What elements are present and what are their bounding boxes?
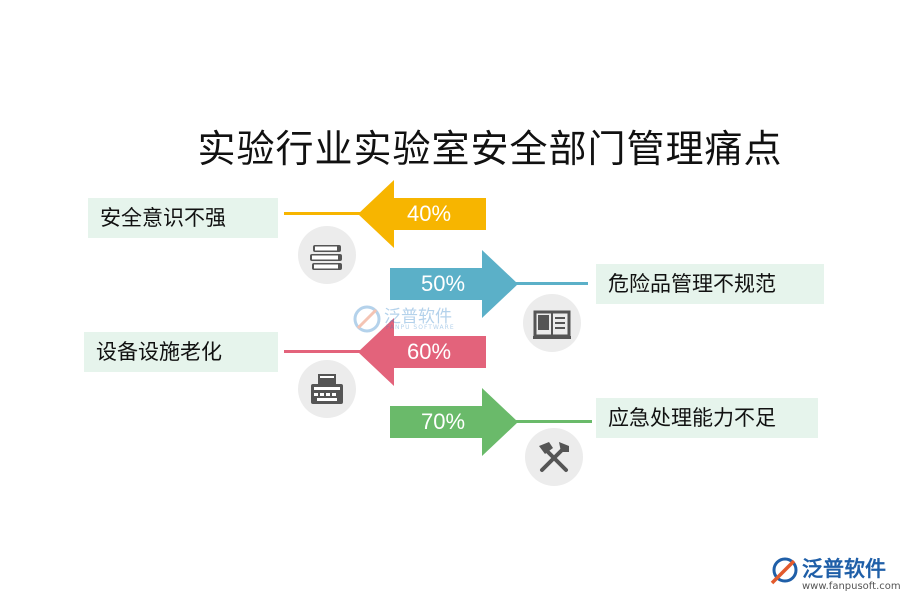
brand-url: www.fanpusoft.com	[802, 581, 900, 592]
brand-name: 泛普软件	[802, 557, 886, 581]
percent-label-3: 60%	[406, 339, 452, 364]
watermark-logo-icon	[353, 305, 381, 333]
pain-point-label-2: 危险品管理不规范	[596, 264, 824, 304]
connector-line-3	[284, 350, 364, 353]
tools-icon	[525, 428, 583, 486]
brand-logo: 泛普软件 www.fanpusoft.com	[768, 553, 900, 599]
connector-line-1	[284, 212, 364, 215]
watermark: 泛普软件 FANPU SOFTWARE	[352, 304, 454, 338]
percent-label-1: 40%	[406, 201, 452, 226]
books-icon	[298, 226, 356, 284]
pain-point-label-1: 安全意识不强	[88, 198, 278, 238]
arrow-right-2	[390, 250, 520, 318]
book-open-icon	[523, 294, 581, 352]
diagram-title: 实验行业实验室安全部门管理痛点	[197, 127, 783, 171]
arrow-left-3	[358, 318, 488, 386]
percent-label-4: 70%	[420, 409, 466, 434]
brand-logo-icon	[770, 557, 798, 585]
arrow-left-1	[358, 180, 488, 248]
arrow-right-4	[390, 388, 520, 456]
connector-line-4	[516, 420, 592, 423]
connector-line-2	[516, 282, 588, 285]
pain-point-label-4: 应急处理能力不足	[596, 398, 818, 438]
percent-label-2: 50%	[420, 271, 466, 296]
pain-point-label-3: 设备设施老化	[84, 332, 278, 372]
watermark-text: 泛普软件	[384, 307, 452, 327]
typewriter-icon	[298, 360, 356, 418]
watermark-subtext: FANPU SOFTWARE	[386, 324, 455, 331]
